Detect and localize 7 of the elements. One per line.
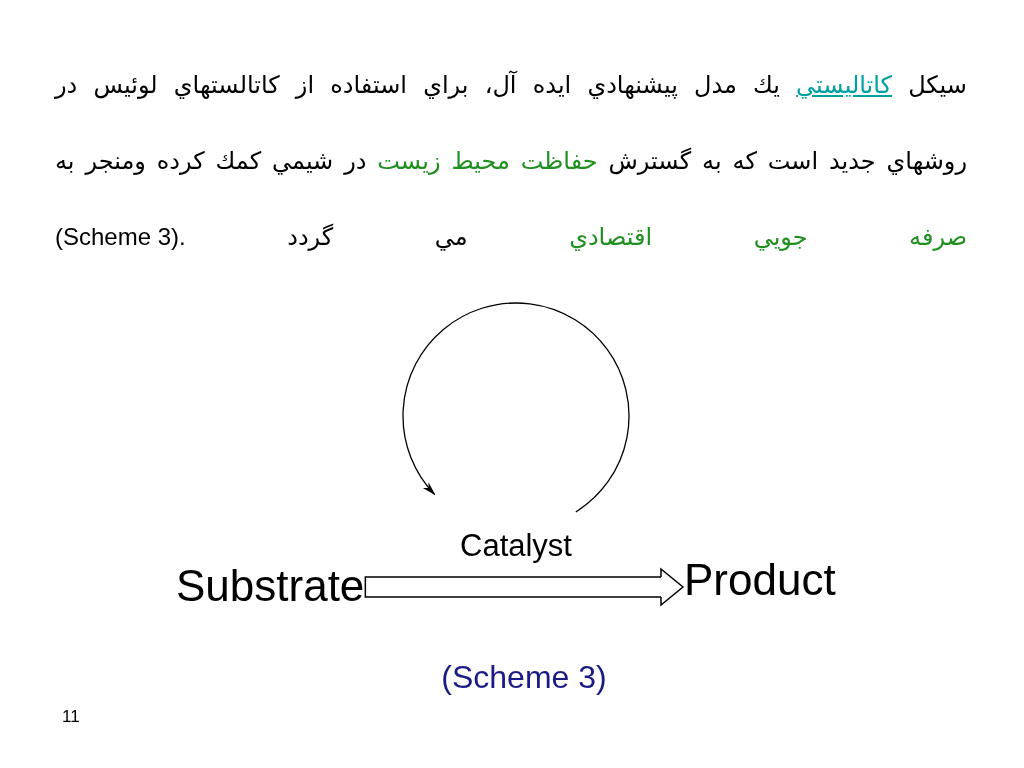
node-label: Substrate: [176, 560, 365, 612]
node-label: Product: [684, 554, 836, 606]
caption: (Scheme 3): [441, 658, 607, 696]
page-number: 11: [62, 707, 80, 727]
block-arrow: [364, 568, 684, 606]
edge-label: Catalyst: [460, 528, 572, 564]
text-link: كاتاليستي: [796, 71, 893, 99]
